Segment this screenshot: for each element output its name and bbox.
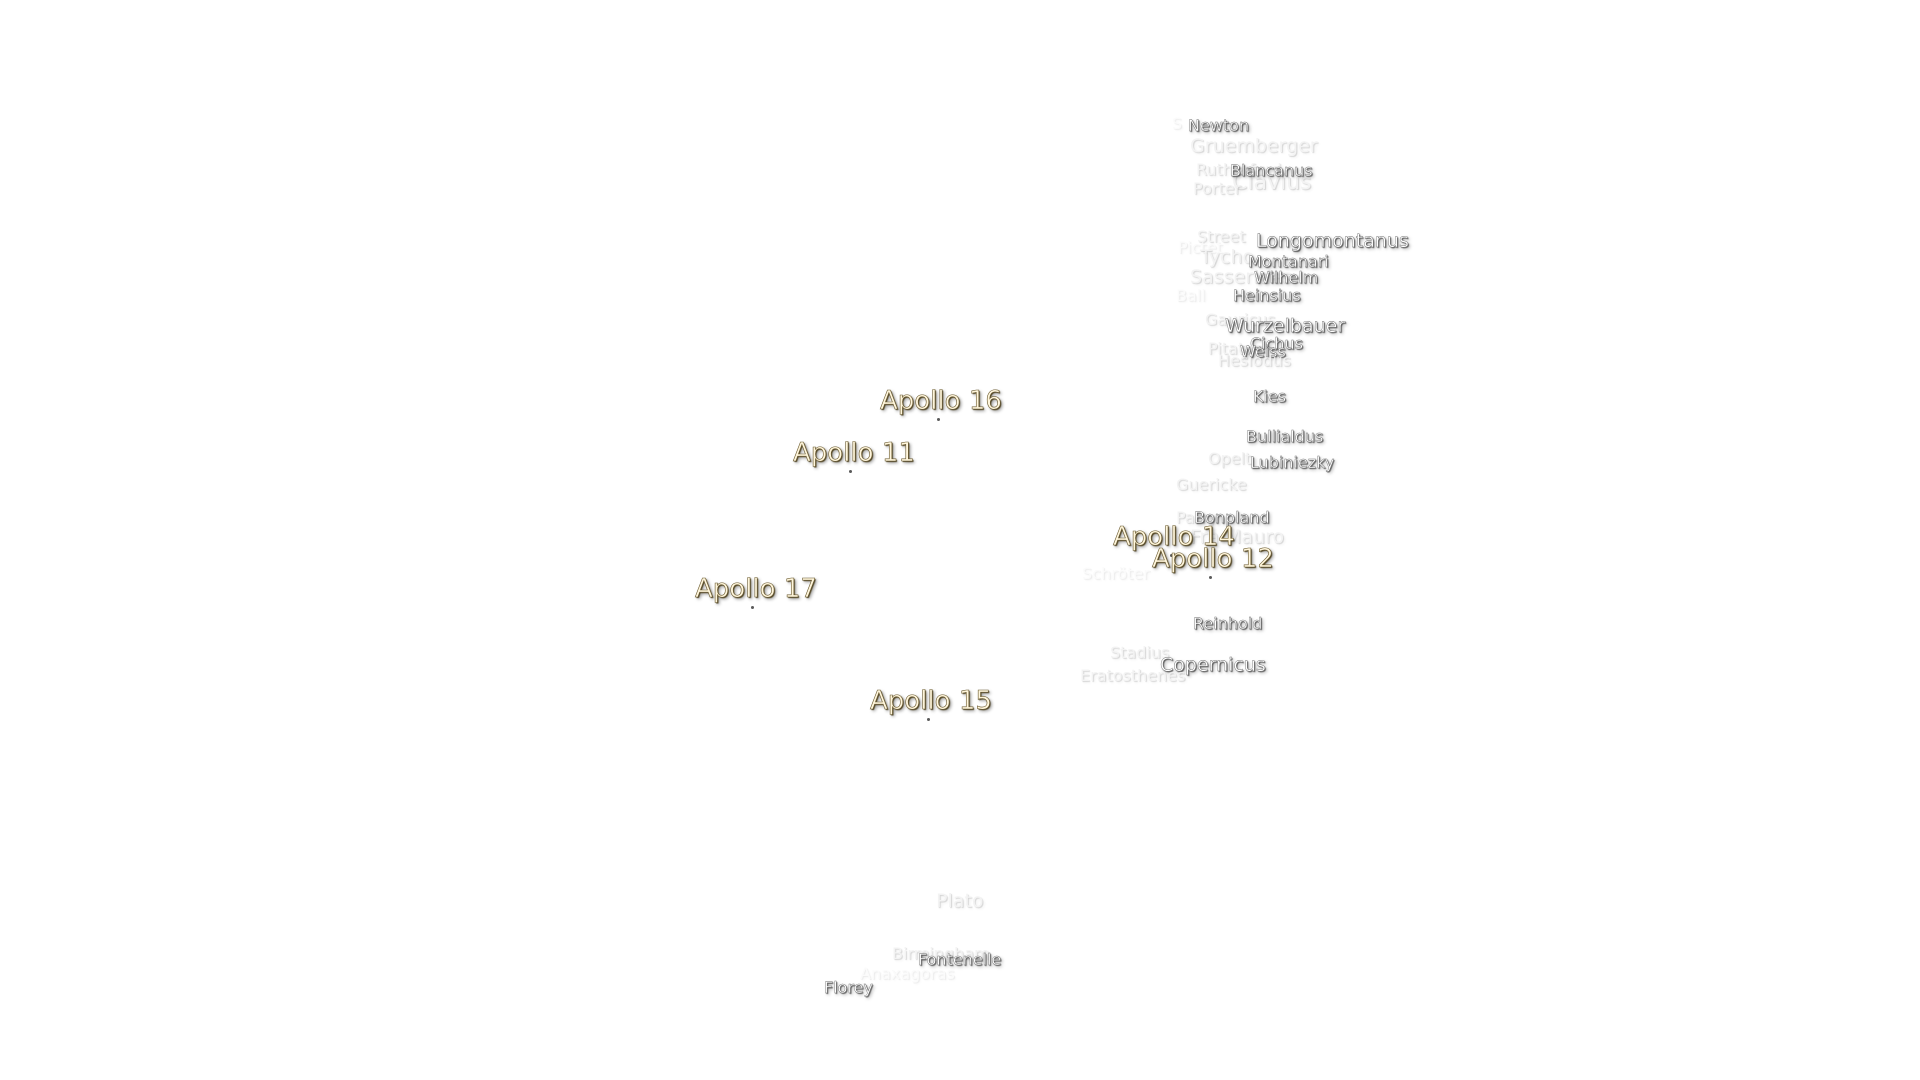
crater-label-birmingham[interactable]: Birmingham: [892, 944, 990, 963]
apollo-12-marker[interactable]: [1209, 576, 1212, 579]
crater-label-guericke[interactable]: Guericke: [1176, 475, 1247, 494]
crater-label-newton[interactable]: Newton: [1188, 116, 1250, 135]
apollo-14-marker[interactable]: [1170, 554, 1173, 557]
apollo-17-label[interactable]: Apollo 17: [695, 574, 818, 604]
crater-label-rutherfurd[interactable]: Rutherfurd: [1196, 160, 1282, 179]
apollo-11-marker[interactable]: [849, 470, 852, 473]
crater-label-lubiniezky[interactable]: Lubiniezky: [1250, 453, 1335, 472]
crater-label-reinhold[interactable]: Reinhold: [1193, 614, 1263, 633]
apollo-11-label[interactable]: Apollo 11: [793, 438, 916, 468]
crater-label-tycho[interactable]: Tycho: [1200, 246, 1255, 268]
crater-label-wurzelbauer[interactable]: Wurzelbauer: [1225, 315, 1346, 337]
crater-label-gruemberger[interactable]: Gruemberger: [1190, 135, 1318, 157]
crater-label-schroter[interactable]: Schröter: [1082, 564, 1150, 583]
crater-label-bonpland[interactable]: Bonpland: [1194, 508, 1270, 527]
crater-label-clavius[interactable]: Clavius: [1232, 170, 1312, 195]
apollo-15-label[interactable]: Apollo 15: [870, 686, 993, 716]
crater-label-eratosthenes[interactable]: Eratosthenes: [1080, 666, 1186, 685]
crater-label-pictet[interactable]: Pictet: [1178, 238, 1223, 257]
crater-label-weiss[interactable]: Weiss: [1240, 342, 1286, 361]
crater-label-heinsius[interactable]: Heinsius: [1233, 286, 1301, 305]
apollo-17-marker[interactable]: [751, 606, 754, 609]
apollo-12-label[interactable]: Apollo 12: [1152, 544, 1275, 574]
crater-label-plato[interactable]: Plato: [936, 890, 984, 912]
crater-label-florey[interactable]: Florey: [824, 978, 873, 997]
crater-label-opelt[interactable]: Opelt: [1208, 449, 1252, 468]
crater-label-copernicus[interactable]: Copernicus: [1160, 654, 1266, 676]
crater-label-longomontanus[interactable]: Longomontanus: [1256, 230, 1409, 252]
crater-label-pitatus[interactable]: Pitatus: [1208, 339, 1263, 358]
crater-label-cichus[interactable]: Cichus: [1250, 334, 1304, 353]
crater-label-anaxagoras[interactable]: Anaxagoras: [860, 964, 955, 983]
crater-label-gauricus[interactable]: Gauricus: [1205, 310, 1276, 329]
crater-label-montanari[interactable]: Montanari: [1248, 252, 1329, 271]
apollo-15-marker[interactable]: [927, 718, 930, 721]
crater-label-ball[interactable]: Ball: [1176, 286, 1206, 305]
crater-label-fra-mauro[interactable]: Fra Mauro: [1190, 526, 1285, 548]
crater-label-wilhelm[interactable]: Wilhelm: [1254, 268, 1319, 287]
crater-label-blancanus[interactable]: Blancanus: [1230, 161, 1313, 180]
crater-label-parry[interactable]: Parry: [1176, 508, 1218, 527]
crater-label-kies[interactable]: Kies: [1253, 387, 1287, 406]
crater-label-street[interactable]: Street: [1197, 227, 1246, 246]
crater-label-hesiodus[interactable]: Hesiodus: [1218, 351, 1292, 370]
apollo-16-label[interactable]: Apollo 16: [880, 386, 1003, 416]
crater-label-fontenelle[interactable]: Fontenelle: [918, 950, 1002, 969]
crater-label-porter[interactable]: Porter: [1193, 179, 1242, 198]
apollo-16-marker[interactable]: [937, 418, 940, 421]
crater-label-stub: S: [1172, 114, 1183, 133]
crater-label-stadius[interactable]: Stadius: [1110, 643, 1170, 662]
crater-label-sasserides[interactable]: Sasserides: [1190, 266, 1292, 288]
crater-label-bullialdus[interactable]: Bullialdus: [1246, 427, 1324, 446]
apollo-14-label[interactable]: Apollo 14: [1113, 522, 1236, 552]
